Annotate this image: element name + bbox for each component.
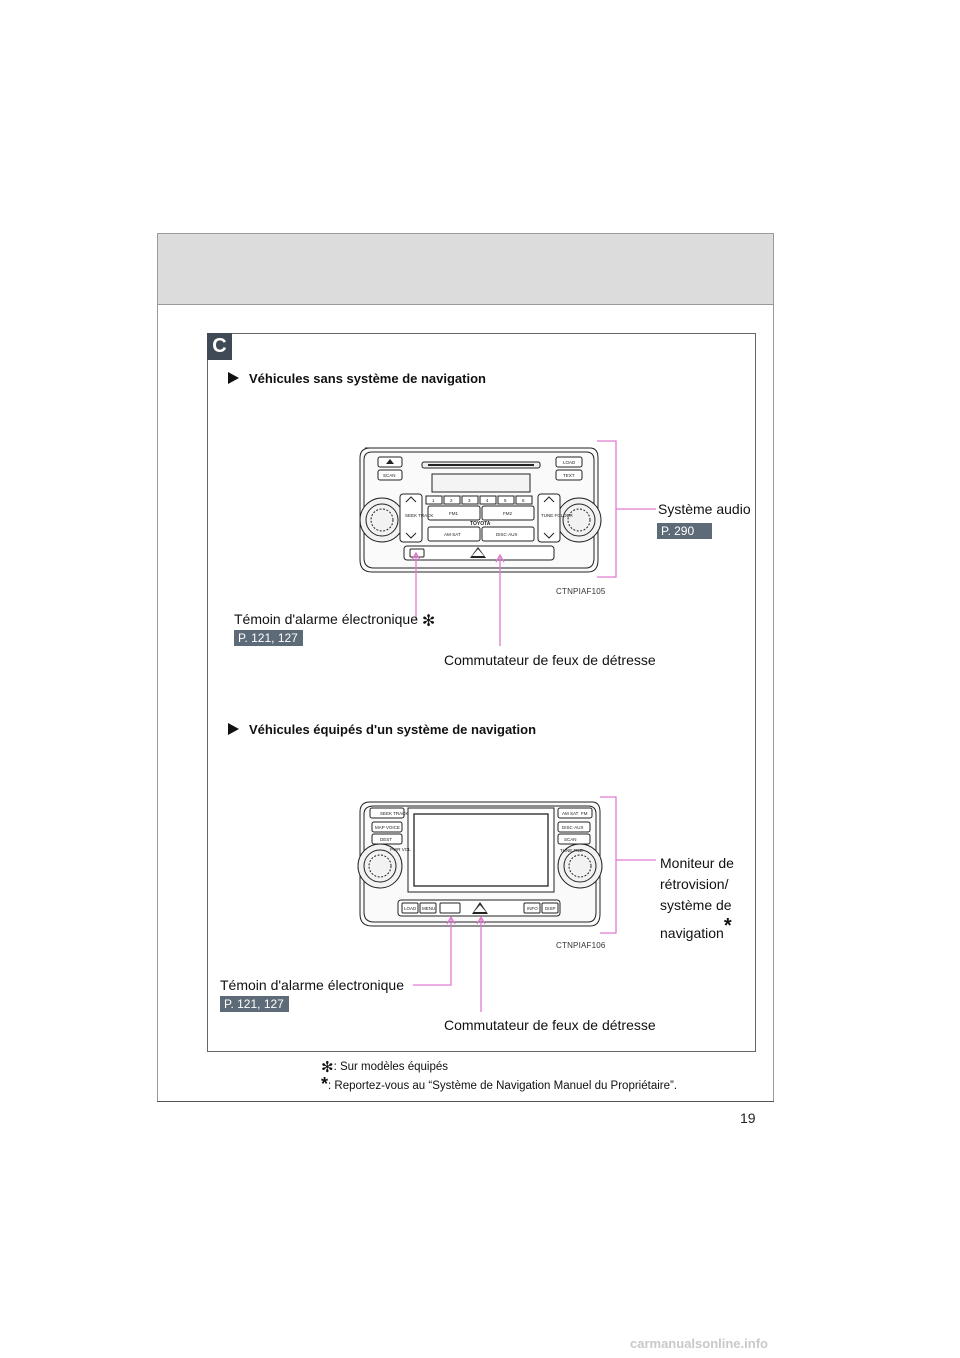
- section-letter-badge: C: [207, 333, 232, 360]
- alarm-indicator-text-1: Témoin d'alarme électronique: [234, 611, 418, 627]
- heading-no-nav-text: Véhicules sans système de navigation: [249, 371, 486, 386]
- nav-load-label: LOAD: [404, 906, 417, 911]
- hazard-switch-label-1: Commutateur de feux de détresse: [444, 652, 656, 668]
- triangle-bullet-icon: [228, 723, 239, 735]
- monitor-label-line-2: rétrovision/: [660, 876, 729, 892]
- navigation-unit-illustration: [357, 801, 603, 927]
- figure-code-1: CTNPIAF105: [556, 587, 606, 596]
- seek-track-label: SEEK TRACK: [405, 513, 433, 518]
- alarm-arrow-1: [411, 551, 421, 561]
- preset-3-label: 3: [468, 498, 471, 503]
- nav-scan-label: SCAN: [564, 837, 577, 842]
- footnote-asterisk-text: : Reportez-vous au “Système de Navigatio…: [328, 1080, 678, 1092]
- nav-pwr-vol-label: PWR VOL: [390, 847, 411, 852]
- text-button-label: TEXT: [563, 473, 575, 478]
- fm1-label: FM1: [449, 511, 458, 516]
- tune-folder-label: TUNE FOLDER: [541, 513, 574, 518]
- hazard-arrow-2: [476, 915, 486, 925]
- preset-6-label: 6: [522, 498, 525, 503]
- nav-disc-aux-label: DISC·AUX: [562, 825, 584, 830]
- monitor-bracket: [600, 796, 617, 934]
- alarm-leader-2: [413, 918, 452, 986]
- footnote-star-text: : Sur modèles équipés: [333, 1061, 449, 1073]
- heading-nav-text: Véhicules équipés d'un système de naviga…: [249, 722, 537, 737]
- audio-unit-labels: SCAN LOAD TEXT SEEK TRACK TUNE FOLDER FM…: [383, 460, 576, 537]
- heading-nav: Véhicules équipés d'un système de naviga…: [228, 722, 536, 737]
- alarm-indicator-label-1: Témoin d'alarme électronique ✻: [234, 610, 435, 631]
- triangle-bullet-icon: [228, 372, 239, 384]
- audio-page-ref[interactable]: P. 290: [657, 523, 712, 539]
- heading-no-nav: Véhicules sans système de navigation: [228, 371, 486, 386]
- nav-menu-label: MENU: [422, 906, 435, 911]
- page-frame-right: [773, 305, 774, 1102]
- preset-1-label: 1: [432, 498, 435, 503]
- asterisk-icon: *: [321, 1074, 329, 1094]
- nav-dest-label: DEST: [380, 837, 392, 842]
- am-sat-label: AM·SAT: [444, 532, 461, 537]
- star-asterisk-icon: ✻: [421, 613, 436, 630]
- star-asterisk-icon: ✻: [321, 1059, 334, 1076]
- page-number: 19: [740, 1110, 756, 1126]
- monitor-label: Moniteur de rétrovision/ système de navi…: [660, 853, 734, 944]
- preset-4-label: 4: [486, 498, 489, 503]
- callout-lines: [411, 440, 656, 1012]
- nav-unit-labels: SEEK TRACK MAP VOICE DEST PWR VOL AM SAT…: [375, 811, 588, 911]
- nav-tune-file-label: TUNE FILE: [560, 848, 583, 853]
- page-frame-bottom: [157, 1101, 774, 1102]
- monitor-label-line-4: navigation: [660, 925, 724, 941]
- section-box: [207, 333, 756, 1052]
- scan-button-label: SCAN: [383, 473, 396, 478]
- monitor-label-line-3: système de: [660, 897, 732, 913]
- footnote-asterisk: *: Reportez-vous au “Système de Navigati…: [321, 1074, 677, 1095]
- footnote-star: ✻: Sur modèles équipés: [321, 1058, 448, 1076]
- disc-aux-label: DISC·AUX: [496, 532, 518, 537]
- hazard-arrow-1: [495, 553, 505, 563]
- fm2-label: FM2: [503, 511, 512, 516]
- hazard-switch-label-2: Commutateur de feux de détresse: [444, 1017, 656, 1033]
- audio-bracket: [597, 440, 617, 578]
- figure-code-2: CTNPIAF106: [556, 941, 606, 950]
- footer-watermark-url: carmanualsonline.info: [630, 1336, 768, 1351]
- brand-label: TOYOTA: [470, 521, 491, 527]
- nav-info-label: INFO: [527, 906, 538, 911]
- chapter-header-band: [157, 233, 774, 305]
- nav-disp-label: DISP: [545, 906, 556, 911]
- nav-seek-track-label: SEEK TRACK: [380, 811, 408, 816]
- monitor-label-line-1: Moniteur de: [660, 855, 734, 871]
- preset-5-label: 5: [504, 498, 507, 503]
- nav-am-sat-label: AM SAT: [562, 811, 579, 816]
- audio-system-label: Système audio: [658, 501, 751, 517]
- nav-fm-label: FM: [581, 811, 588, 816]
- preset-2-label: 2: [450, 498, 453, 503]
- alarm-arrow-2: [446, 915, 456, 925]
- nav-map-voice-label: MAP VOICE: [375, 825, 400, 830]
- audio-head-unit-illustration: [359, 447, 602, 573]
- alarm-page-ref-1[interactable]: P. 121, 127: [234, 630, 303, 646]
- alarm-indicator-label-2: Témoin d'alarme électronique: [220, 977, 404, 993]
- load-button-label: LOAD: [563, 460, 576, 465]
- page-frame-left: [157, 305, 158, 1102]
- asterisk-icon: *: [723, 915, 732, 937]
- alarm-page-ref-2[interactable]: P. 121, 127: [220, 996, 289, 1012]
